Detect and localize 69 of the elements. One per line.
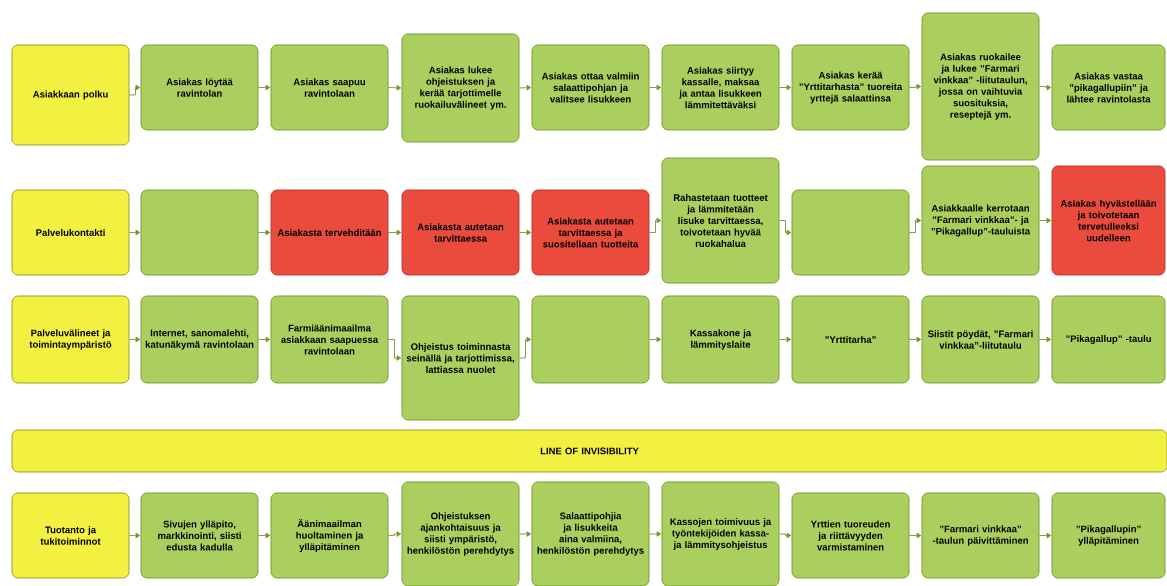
lane-label-box: Palvelukontakti [11, 189, 130, 276]
arrow [519, 84, 532, 91]
arrow [1039, 217, 1052, 224]
arrow [649, 217, 662, 233]
lane-label-box: Palveluvälineet ja toimintaympäristö [11, 295, 130, 384]
step-box: Asiakasta autetaan tarvittaessa ja suositellaan tuotteita [531, 189, 650, 276]
arrow [909, 217, 922, 233]
step-box: Asiakas kerää ”Yrttitarhasta” tuoreita yrttejä salaattinsa [791, 44, 910, 131]
step-box: Rahastetaan tuotteet ja lämmitetään lisuke tarvittaessa, toivotetaan hyvää ruokahalua [661, 157, 780, 284]
empty-box [791, 189, 910, 276]
step-box: Ohjeistuksen ajankohtaisuus ja siisti ympäristö, henkilöstön perehdytys [401, 481, 520, 586]
step-box: ”Farmari vinkkaa” -taulun päivittäminen [921, 492, 1040, 579]
step-box: ”Yrttitarha” [791, 295, 910, 384]
arrow [649, 531, 662, 537]
arrow [779, 220, 792, 236]
step-box: Kassojen toimivuus ja työntekijöiden kassa- ja lämmitysohjeistus [661, 481, 780, 586]
arrow [258, 84, 271, 91]
step-box: Asiakas hyvästellään ja toivotetaan tervetulleeksi uudelleen [1051, 165, 1166, 276]
step-box: Asiakas ruokailee ja lukee ”Farmari vinkkaa” -liitutaulun, jossa on vaihtuvia suosituksia, reseptejä ym. [921, 12, 1040, 161]
arrow [779, 84, 792, 91]
lane-label-box: Asiakkaan polku [11, 44, 130, 146]
arrow [909, 336, 922, 343]
step-box: Kassakone ja lämmityslaite [661, 295, 780, 384]
arrow [649, 84, 662, 91]
arrow [129, 84, 141, 96]
arrow [388, 229, 402, 236]
step-box: ”Pikagallupin” ylläpitäminen [1051, 492, 1166, 579]
arrow [779, 336, 792, 343]
step-box: Äänimaailman huoltaminen ja ylläpitäminen [270, 492, 389, 579]
arrow [129, 336, 141, 343]
empty-box [531, 295, 650, 384]
step-box: Salaattipohjia ja lisukkeita aina valmiina, henkilöstön perehdytys [531, 481, 650, 586]
step-box: Sivujen ylläpito, markkinointi, siisti edusta kadulla [140, 492, 259, 579]
arrow [909, 532, 922, 539]
step-box: Asiakkaalle kerrotaan ”Farmari vinkkaa”- ja ”Pikagallup”-tauluista [921, 165, 1040, 276]
arrow [1039, 336, 1052, 343]
arrow [258, 532, 271, 539]
arrow [388, 339, 402, 361]
step-box: Asiakas ottaa valmiin salaattipohjan ja valitsee lisukkeen [531, 44, 650, 131]
step-box: Asiakasta autetaan tarvittaessa [401, 189, 520, 276]
arrow [258, 336, 271, 343]
arrow [1039, 84, 1052, 91]
arrow [779, 532, 792, 539]
step-box: Asiakas lukee ohjeistuksen ja kerää tarjottimelle ruokailuvälineet ym. [401, 33, 520, 143]
arrow [519, 531, 532, 537]
step-box: Internet, sanomalehti, katunäkymä ravintolaan [140, 295, 259, 384]
step-box: Farmiäänimaailma asiakkaan saapuessa ravintolaan [270, 295, 389, 384]
step-box: Asiakasta tervehditään [270, 189, 389, 276]
empty-box [140, 189, 259, 276]
arrow [129, 532, 141, 539]
arrow [388, 531, 402, 537]
visibility-line-band: LINE OF INVISIBILITY [11, 429, 1167, 473]
arrow [909, 83, 922, 90]
arrow [1039, 532, 1052, 539]
step-box: Asiakas saapuu ravintolaan [270, 44, 389, 131]
lane-label-box: Tuotanto ja tukitoiminnot [11, 492, 130, 579]
step-box: Siistit pöydät, ”Farmari vinkkaa”-liitutaulu [921, 295, 1040, 384]
arrow [519, 229, 532, 236]
step-box: Ohjeistus toiminnasta seinällä ja tarjottimissa, lattiassa nuolet [401, 295, 520, 421]
arrow [258, 229, 271, 236]
arrow [388, 85, 402, 91]
step-box: Asiakas vastaa ”pikagallupiin” ja lähtee ravintolasta [1051, 44, 1166, 131]
step-box: Yrttien tuoreuden ja riittävyyden varmistaminen [791, 492, 910, 579]
arrow [649, 336, 662, 343]
arrow [129, 229, 141, 236]
step-box: Asiakas löytää ravintolan [140, 44, 259, 131]
arrow [519, 336, 532, 359]
step-box: ”Pikagallup” -taulu [1051, 295, 1166, 384]
step-box: Asiakas siirtyy kassalle, maksaa ja antaa lisukkeen lämmitettäväksi [661, 44, 780, 131]
